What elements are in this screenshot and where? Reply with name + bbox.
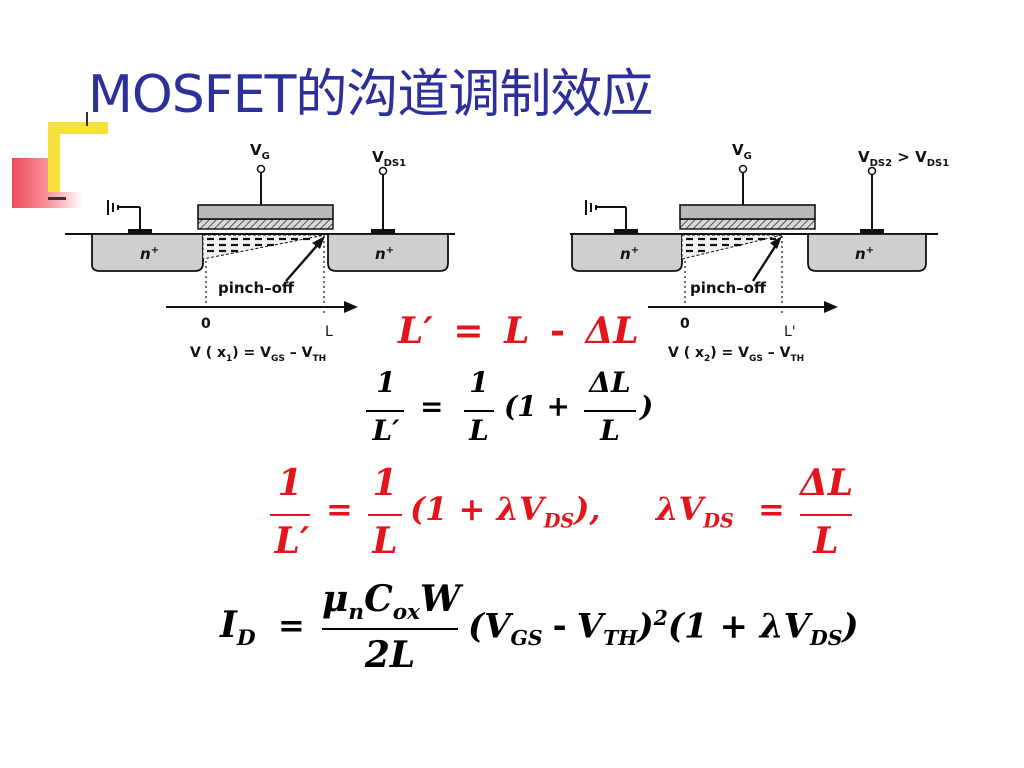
gate-electrode: [197, 204, 334, 220]
gate-electrode: [679, 204, 816, 220]
eq1-lhs: L′: [398, 310, 433, 352]
vds-label: VDS1: [372, 148, 406, 169]
channel-electrons: [207, 237, 310, 253]
ground-icon: [585, 200, 638, 234]
eq3-den3: L: [813, 520, 839, 562]
pinch-voltage-formula: V ( x1) = VGS – VTH: [190, 345, 326, 364]
drain-terminal-icon: [378, 166, 388, 176]
vds-label: VDS2 > VDS1: [858, 148, 949, 169]
pinch-off-label: pinch–off: [690, 279, 767, 297]
eq2-close: ): [640, 390, 654, 423]
eq3-lambda-vds: λVDS: [656, 490, 734, 533]
eq3-equals: =: [326, 490, 353, 528]
n-plus-drain-region: [327, 233, 449, 272]
eq1-minus: -: [549, 310, 565, 352]
eq4-id: ID: [220, 604, 256, 652]
eq3-num2: 1: [372, 462, 398, 504]
drain-terminal-icon: [867, 166, 877, 176]
eq2-num2: 1: [469, 366, 489, 399]
axis-zero-label: 0: [201, 316, 211, 332]
n-plus-right-label: n+: [855, 245, 874, 263]
decor-tick: [86, 112, 88, 126]
eq2-den2: L: [469, 414, 489, 447]
vg-label: VG: [732, 141, 752, 162]
eq1-l: L: [504, 310, 530, 352]
eq3-den2: L: [372, 520, 398, 562]
vg-label: VG: [250, 141, 270, 162]
pinch-arrow: [751, 241, 780, 282]
eq2-den3: L: [600, 414, 620, 447]
mosfet-diagram-left: VG VDS1 n+ n+ pinch–off 0 L V ( x1) = VG…: [65, 141, 455, 364]
pinch-voltage-formula: V ( x2) = VGS – VTH: [668, 345, 804, 364]
length-mark: L: [325, 324, 333, 340]
decor-yellow-inner: [60, 134, 108, 192]
eq1-delta-l: ΔL: [585, 310, 639, 352]
eq3-num1: 1: [277, 462, 303, 504]
channel-electrons: [686, 237, 776, 253]
eq4-equals: =: [278, 606, 305, 644]
eq2-den1: L′: [372, 414, 400, 447]
gate-oxide: [679, 218, 816, 230]
eq2-equals: =: [420, 390, 444, 423]
n-plus-source-region: [571, 233, 683, 272]
equation-length-reduction: L′ = L - ΔL: [398, 310, 639, 352]
eq4-denominator: 2L: [364, 634, 416, 676]
ground-icon: [107, 200, 152, 234]
length-mark: L': [784, 324, 796, 340]
eq3-lambda-term: (1 + λVDS),: [410, 490, 601, 533]
eq4-rhs: (VGS-VTH)2(1 + λVDS): [468, 606, 859, 651]
eq2-open: (1 +: [504, 390, 570, 423]
n-plus-drain-region: [807, 233, 927, 272]
n-plus-left-label: n+: [140, 245, 159, 263]
pinch-off-label: pinch–off: [218, 279, 295, 297]
eq3-equals-2: =: [758, 490, 785, 528]
n-plus-source-region: [91, 233, 204, 272]
axis-zero-label: 0: [680, 316, 690, 332]
eq1-equals: =: [453, 310, 484, 352]
slide-title: MOSFET的沟道调制效应: [88, 65, 653, 125]
gate-terminal-icon: [256, 164, 266, 174]
decor-dash: [48, 197, 66, 200]
eq4-numerator: μnCoxW: [322, 578, 461, 626]
eq3-num3: ΔL: [800, 462, 854, 504]
mosfet-diagram-right: VG VDS2 > VDS1 n+ n+ pinch–off 0 L' V ( …: [570, 141, 949, 364]
eq2-num3: ΔL: [589, 366, 631, 399]
inversion-channel: [202, 234, 326, 260]
gate-oxide: [197, 218, 334, 230]
eq2-num1: 1: [376, 366, 396, 399]
inversion-channel: [681, 234, 783, 260]
pinch-arrow: [285, 240, 322, 282]
eq3-den1: L′: [274, 520, 310, 562]
n-plus-right-label: n+: [375, 245, 394, 263]
gate-terminal-icon: [738, 164, 748, 174]
n-plus-left-label: n+: [620, 245, 639, 263]
